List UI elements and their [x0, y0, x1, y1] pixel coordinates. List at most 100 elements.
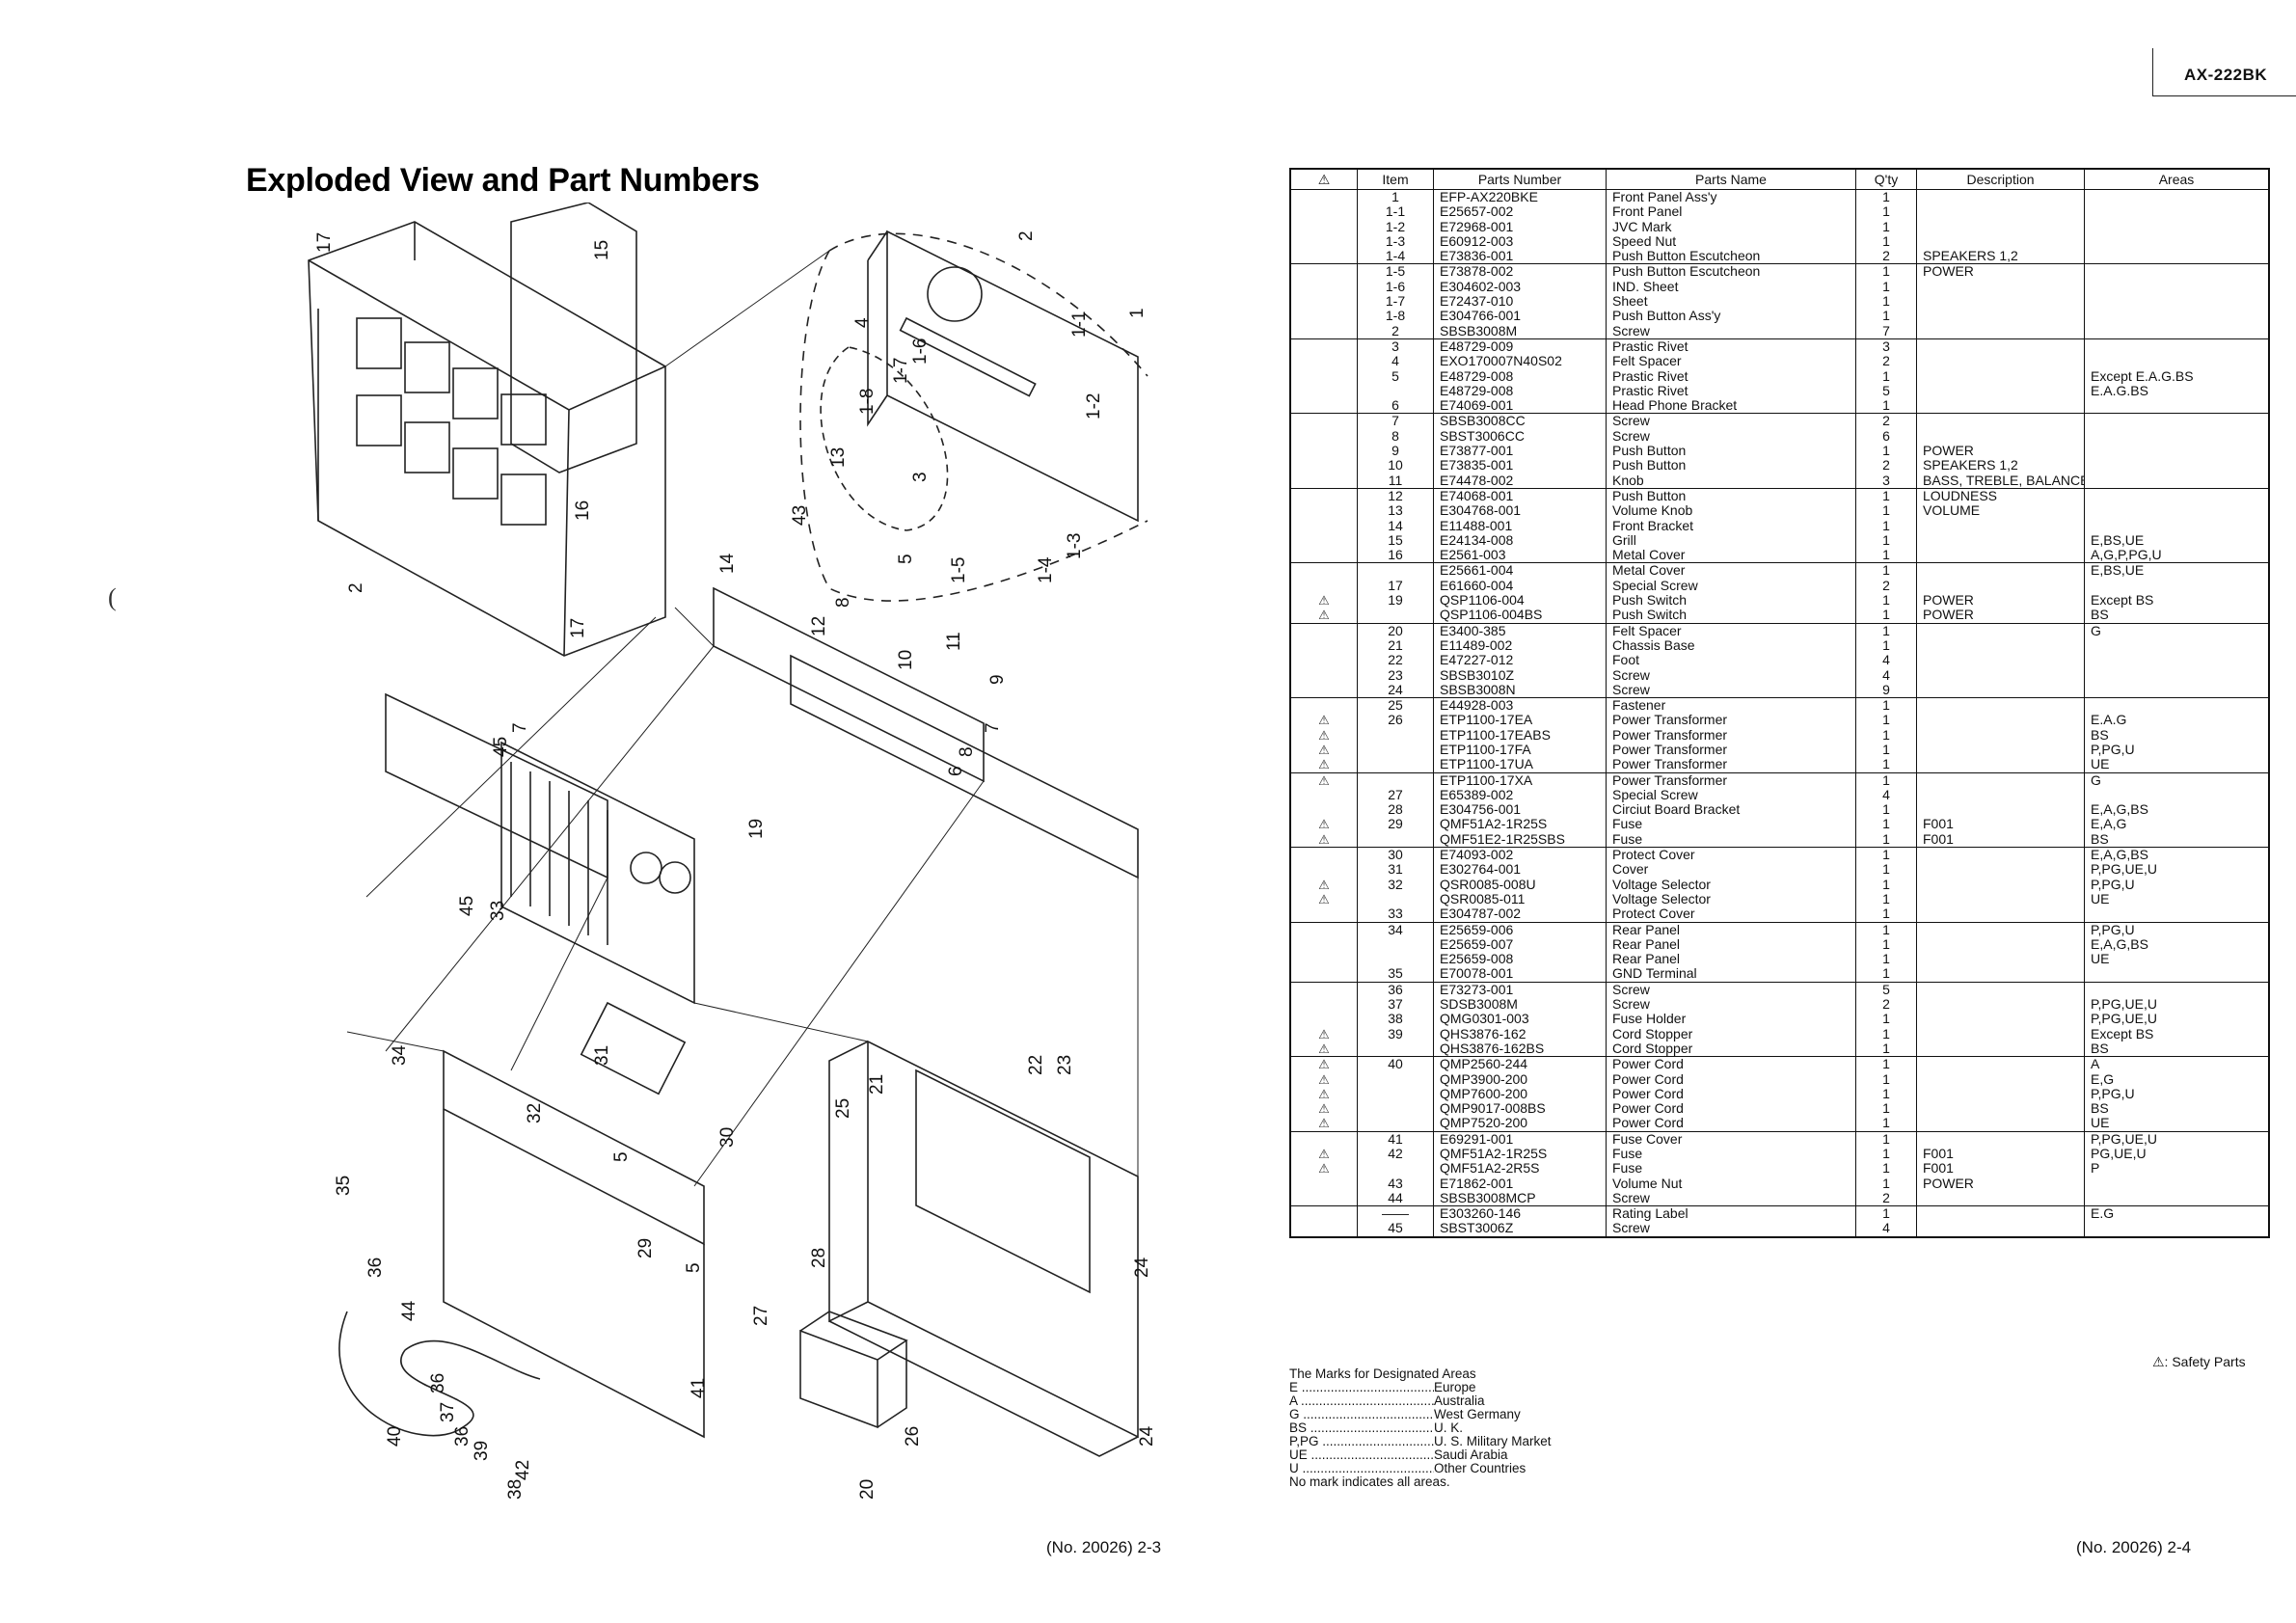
cell-description	[1916, 189, 2085, 205]
cell-part-number: E44928-003	[1433, 697, 1607, 714]
cell-item-number: 28	[1357, 802, 1434, 818]
cell-part-number: E61660-004	[1433, 578, 1607, 594]
legend-area-name: Europe	[1434, 1380, 1476, 1394]
cell-description	[1916, 966, 2085, 983]
cell-part-name: IND. Sheet	[1606, 279, 1856, 295]
legend-row: EEurope	[1289, 1381, 1552, 1394]
cell-areas	[2084, 518, 2270, 533]
callout-label: 32	[525, 1103, 545, 1123]
cell-description	[1916, 667, 2085, 683]
cell-part-name: Fuse	[1606, 1147, 1856, 1162]
cell-description	[1916, 1041, 2085, 1057]
cell-part-name: Screw	[1606, 682, 1856, 698]
cell-part-number: ETP1100-17EA	[1433, 713, 1607, 728]
cell-quantity: 1	[1855, 1161, 1917, 1177]
cell-item-number: 36	[1357, 981, 1434, 998]
cell-part-number: E73877-001	[1433, 444, 1607, 459]
cell-safety-mark	[1289, 578, 1358, 594]
cell-item-number: 11	[1357, 473, 1434, 489]
cell-item-number: 26	[1357, 713, 1434, 728]
cell-quantity: 1	[1855, 503, 1917, 519]
cell-quantity: 1	[1855, 548, 1917, 563]
cell-description	[1916, 548, 2085, 563]
cell-part-name: Head Phone Bracket	[1606, 398, 1856, 414]
cell-item-number	[1357, 562, 1434, 579]
cell-quantity: 2	[1855, 997, 1917, 1013]
cell-safety-mark	[1289, 233, 1358, 250]
cell-part-number: ETP1100-17EABS	[1433, 727, 1607, 743]
callout-label: 13	[828, 447, 849, 468]
cell-quantity: 1	[1855, 608, 1917, 624]
legend-area-name: Australia	[1434, 1393, 1485, 1408]
cell-description: F001	[1916, 831, 2085, 848]
callout-label: 4	[852, 317, 873, 328]
cell-part-number: E11488-001	[1433, 518, 1607, 533]
cell-quantity: 1	[1855, 1205, 1917, 1222]
cell-description	[1916, 787, 2085, 803]
cell-description	[1916, 578, 2085, 594]
legend-rows: EEuropeAAustraliaGWest GermanyBSU. K.P,P…	[1289, 1381, 1552, 1475]
cell-areas	[2084, 219, 2270, 234]
cell-quantity: 1	[1855, 294, 1917, 310]
cell-safety-mark	[1289, 503, 1358, 519]
cell-part-name: Power Transformer	[1606, 757, 1856, 773]
cell-areas: P	[2084, 1161, 2270, 1177]
cell-part-number: QMP3900-200	[1433, 1071, 1607, 1087]
cell-safety-mark	[1289, 473, 1358, 489]
callout-label: 36	[452, 1426, 473, 1447]
cell-areas: UE	[2084, 757, 2270, 773]
callout-label: 21	[867, 1074, 887, 1095]
cell-part-name: Protect Cover	[1606, 847, 1856, 863]
cell-safety-mark	[1289, 981, 1358, 998]
cell-quantity: 1	[1855, 877, 1917, 892]
cell-quantity: 1	[1855, 637, 1917, 654]
cell-areas: BS	[2084, 727, 2270, 743]
cell-item-number	[1357, 952, 1434, 967]
cell-safety-mark	[1289, 354, 1358, 369]
cell-description	[1916, 1130, 2085, 1147]
cell-safety-mark	[1289, 444, 1358, 459]
callout-label: 2	[346, 582, 366, 593]
cell-part-name: Voltage Selector	[1606, 877, 1856, 892]
cell-item-number: 1-6	[1357, 279, 1434, 295]
cell-areas	[2084, 578, 2270, 594]
cell-safety-mark: ⚠	[1289, 877, 1358, 892]
cell-description	[1916, 771, 2085, 788]
cell-quantity: 1	[1855, 1056, 1917, 1072]
designated-areas-legend: The Marks for Designated Areas EEuropeAA…	[1289, 1367, 1552, 1489]
rear-panel-lower	[443, 1109, 705, 1439]
cell-part-number: QSR0085-011	[1433, 891, 1607, 907]
cell-quantity: 1	[1855, 1071, 1917, 1087]
cell-part-name: Screw	[1606, 981, 1856, 998]
header-item: Item	[1357, 168, 1434, 190]
cell-safety-mark	[1289, 667, 1358, 683]
cell-item-number: 43	[1357, 1176, 1434, 1191]
cell-areas	[2084, 189, 2270, 205]
cell-safety-mark: ⚠	[1289, 713, 1358, 728]
cell-part-number: QSP1106-004	[1433, 593, 1607, 609]
cell-description	[1916, 279, 2085, 295]
cell-part-number: QHS3876-162	[1433, 1026, 1607, 1041]
cell-part-number: E72437-010	[1433, 294, 1607, 310]
cell-areas: P,PG,UE,U	[2084, 997, 2270, 1013]
cell-safety-mark	[1289, 906, 1358, 923]
cell-description	[1916, 757, 2085, 773]
cell-part-name: Knob	[1606, 473, 1856, 489]
cell-part-number: QSR0085-008U	[1433, 877, 1607, 892]
callout-label: 5	[611, 1151, 632, 1162]
cell-item-number: 1-7	[1357, 294, 1434, 310]
